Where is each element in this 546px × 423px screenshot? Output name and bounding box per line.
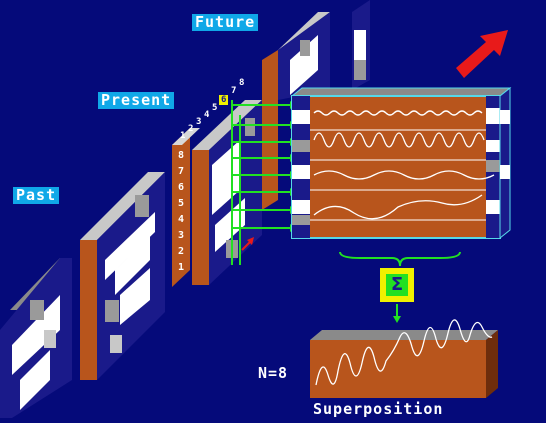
present-label: Present — [98, 92, 175, 109]
superposition-box — [310, 319, 498, 398]
connector-lines — [231, 100, 290, 265]
diagonal-number: 4 — [204, 110, 210, 120]
diagonal-number-highlighted: 6 — [219, 95, 229, 105]
superposition-label: Superposition — [313, 400, 444, 418]
sigma-box — [380, 268, 414, 302]
sigma-symbol: Σ — [390, 274, 404, 295]
superposition-wave — [315, 319, 493, 386]
wave-3 — [313, 170, 495, 180]
layer-number: 2 — [177, 246, 185, 257]
future-arrow-icon — [456, 30, 508, 78]
layer-number: 6 — [177, 182, 185, 193]
layer-number-list: 8 7 6 5 4 3 2 1 — [172, 150, 190, 278]
past-label: Past — [13, 187, 60, 204]
layer-stack — [172, 128, 200, 287]
layer-number: 1 — [177, 262, 185, 273]
small-red-arrow-icon — [241, 237, 254, 251]
wave-2 — [313, 132, 485, 148]
future-frame — [262, 0, 370, 210]
wave-4 — [313, 194, 483, 220]
n-count-label: N=8 — [258, 364, 289, 382]
layer-number: 3 — [177, 230, 185, 241]
layer-number: 4 — [177, 214, 185, 225]
diagonal-number: 3 — [196, 117, 202, 127]
diagonal-number: 7 — [231, 86, 237, 96]
layer-number: 7 — [177, 166, 185, 177]
past-frame — [0, 258, 72, 418]
diagonal-number: 5 — [212, 103, 218, 113]
past-block — [80, 172, 165, 380]
diagonal-number: 2 — [188, 124, 194, 134]
layer-number: 5 — [177, 198, 185, 209]
wave-cube — [290, 86, 512, 240]
sum-brace — [339, 251, 461, 267]
diagonal-number: 1 — [180, 131, 186, 141]
future-label: Future — [192, 14, 259, 31]
layer-number: 8 — [177, 150, 185, 161]
wave-1 — [313, 110, 483, 116]
diagonal-number: 8 — [239, 78, 245, 88]
